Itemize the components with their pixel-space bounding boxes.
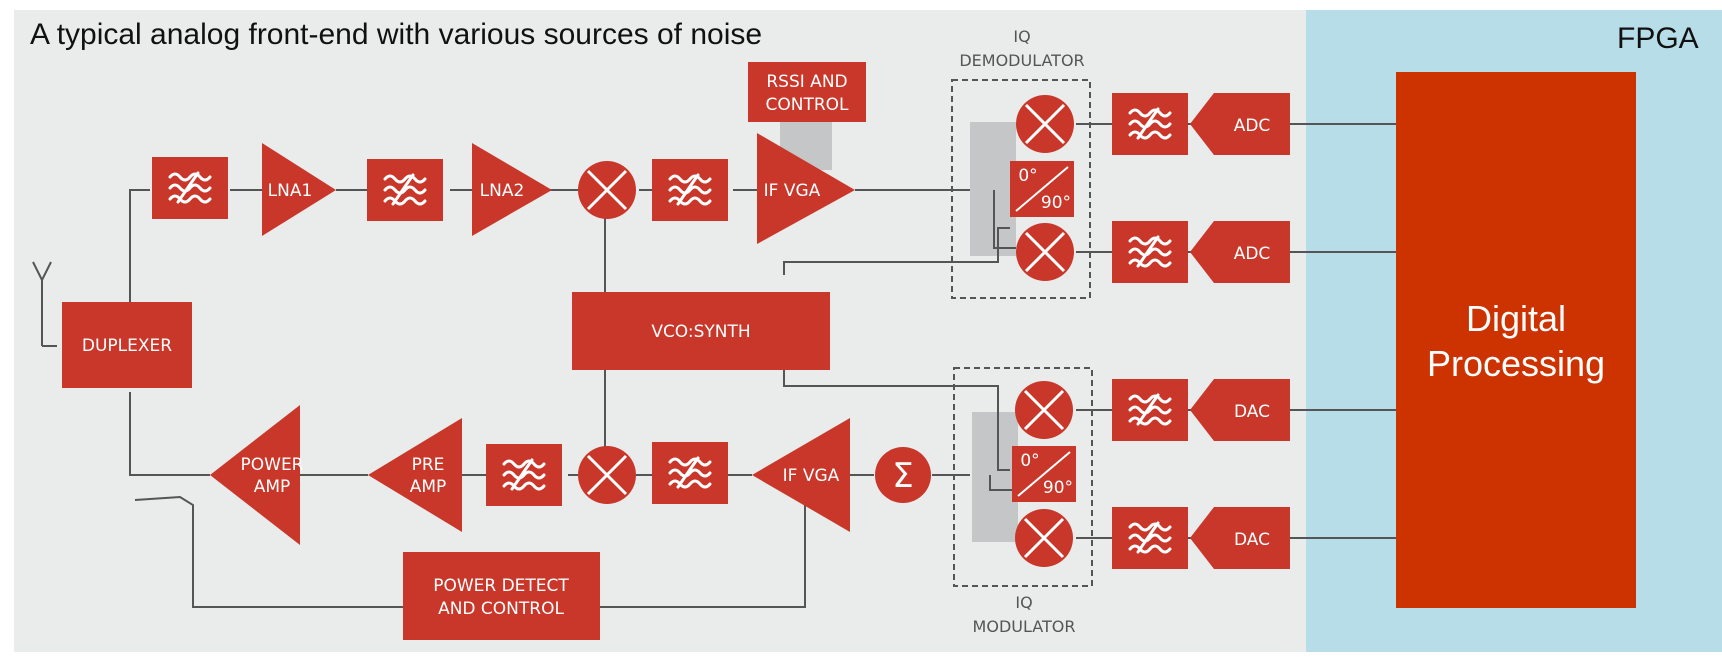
- rx-mixer-icon: [576, 159, 638, 221]
- dac-filter-2: [1110, 505, 1190, 571]
- diagram-title: A typical analog front-end with various …: [30, 18, 762, 51]
- duplexer-block: [62, 302, 192, 388]
- phase-shift-slash-icon: [1015, 166, 1069, 212]
- fpga-label: FPGA: [1617, 22, 1699, 55]
- tx-filter-1: [484, 442, 564, 508]
- summer-block: [875, 447, 931, 503]
- power-detect-label-line2: AND CONTROL: [438, 599, 564, 619]
- iq-demod-label-line2: DEMODULATOR: [959, 51, 1084, 70]
- power-amp-label-line2: AMP: [254, 477, 291, 497]
- dac-top-label: DAC: [1234, 402, 1270, 422]
- demod-phase-90: 90°: [1041, 193, 1071, 213]
- sigma-icon: Σ: [892, 456, 913, 496]
- rssi-block: [748, 62, 866, 122]
- iq-demod-mixer-i-icon: [1014, 93, 1076, 155]
- digital-processing-label-line1: Digital: [1466, 298, 1566, 339]
- digital-processing-label-line2: Processing: [1427, 343, 1605, 384]
- iq-demod-label-line1: IQ: [1013, 27, 1030, 46]
- lna2-block: [472, 143, 552, 236]
- iq-mod-mixer-i-icon: [1013, 379, 1075, 441]
- mod-phase-0: 0°: [1020, 451, 1039, 471]
- tx-if-vga-block: [752, 418, 850, 532]
- digital-processing-block: [1396, 72, 1636, 608]
- lna2-label: LNA2: [480, 181, 525, 201]
- adc-filter-1: [1110, 91, 1190, 157]
- power-detect-label-line1: POWER DETECT: [433, 576, 569, 596]
- rssi-label-line2: CONTROL: [765, 95, 849, 115]
- pre-amp-label-line1: PRE: [412, 455, 445, 475]
- mod-phase-90: 90°: [1043, 478, 1073, 498]
- iq-mod-label-line2: MODULATOR: [973, 617, 1076, 636]
- rx-if-vga-label: IF VGA: [764, 181, 821, 201]
- signal-wires: [32, 123, 1396, 608]
- adc-bottom-label: ADC: [1234, 244, 1271, 264]
- iq-mod-label-line1: IQ: [1015, 593, 1032, 612]
- iq-modulator-box: [953, 367, 1093, 587]
- rx-filter-2: [365, 157, 445, 223]
- iq-demodulator-box: [951, 79, 1091, 299]
- power-amp-block: [210, 405, 300, 545]
- pre-amp-block: [368, 418, 462, 532]
- iq-demod-mixer-q-icon: [1014, 221, 1076, 283]
- rx-filter-3: [650, 157, 730, 223]
- mod-phase-shift-slash-icon: [1017, 451, 1071, 497]
- tx-if-vga-label: IF VGA: [783, 466, 840, 486]
- mod-shadow: [972, 412, 1018, 542]
- power-detect-block: [403, 552, 600, 640]
- pre-amp-label-line2: AMP: [410, 477, 447, 497]
- adc-filter-2: [1110, 219, 1190, 285]
- tx-filter-2: [650, 440, 730, 506]
- iq-mod-mixer-q-icon: [1013, 507, 1075, 569]
- vco-synth-block: [572, 292, 830, 370]
- lna1-label: LNA1: [268, 181, 313, 201]
- duplexer-label: DUPLEXER: [82, 336, 172, 356]
- tx-mixer-icon: [576, 444, 638, 506]
- demod-phase-0: 0°: [1018, 166, 1037, 186]
- power-amp-label-line1: POWER: [241, 455, 304, 475]
- rssi-label-line1: RSSI AND: [766, 72, 847, 92]
- dac-filter-1: [1110, 377, 1190, 443]
- adc-top-label: ADC: [1234, 116, 1271, 136]
- rx-filter-1: [150, 155, 230, 221]
- lna1-block: [262, 143, 336, 236]
- vco-synth-label: VCO:SYNTH: [651, 322, 750, 342]
- dac-bottom-label: DAC: [1234, 530, 1270, 550]
- rx-if-vga-block: [757, 133, 855, 244]
